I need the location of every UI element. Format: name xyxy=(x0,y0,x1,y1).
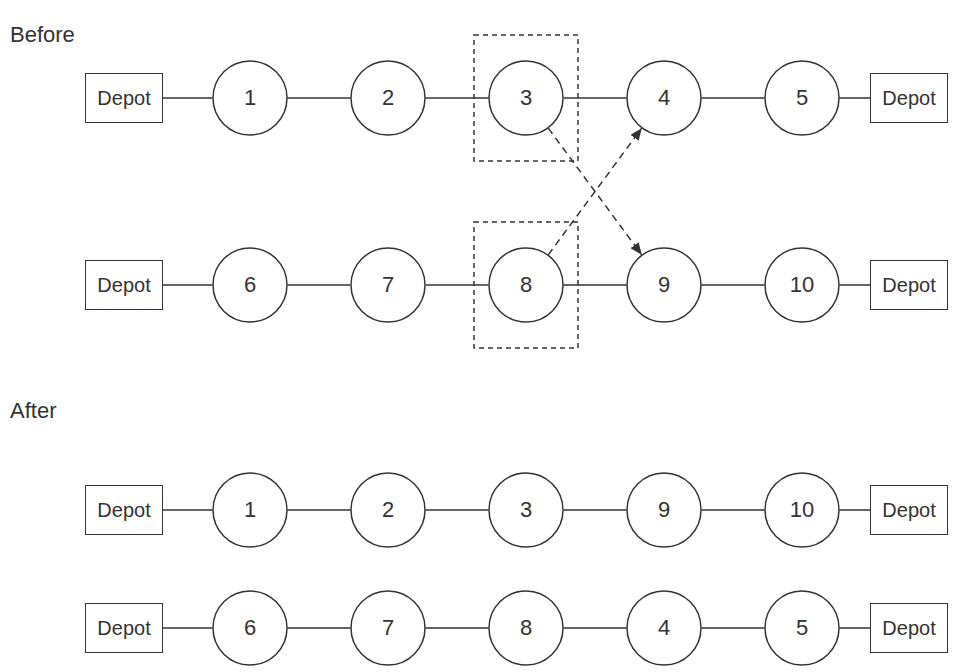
customer-number: 7 xyxy=(382,616,394,640)
dashed-frame xyxy=(474,222,578,348)
customer-number: 3 xyxy=(520,498,532,522)
customer-circle: 7 xyxy=(350,247,426,323)
customer-number: 3 xyxy=(520,86,532,110)
exchange-arrow xyxy=(548,128,641,255)
depot-box: Depot xyxy=(870,603,948,653)
route-link xyxy=(840,97,871,99)
customer-circle: 10 xyxy=(764,472,840,548)
depot-label: Depot xyxy=(97,499,150,521)
route-link xyxy=(564,627,627,629)
route-link xyxy=(426,509,489,511)
customer-circle: 4 xyxy=(626,590,702,666)
depot-box: Depot xyxy=(85,485,163,535)
route-link xyxy=(840,284,871,286)
customer-circle: 8 xyxy=(488,590,564,666)
depot-label: Depot xyxy=(97,87,150,109)
customer-number: 7 xyxy=(382,273,394,297)
customer-number: 8 xyxy=(520,273,532,297)
customer-circle: 9 xyxy=(626,472,702,548)
route-link xyxy=(288,627,351,629)
customer-number: 9 xyxy=(658,498,670,522)
customer-number: 8 xyxy=(520,616,532,640)
customer-number: 10 xyxy=(790,273,814,297)
customer-number: 4 xyxy=(658,86,670,110)
customer-number: 9 xyxy=(658,273,670,297)
depot-box: Depot xyxy=(85,73,163,123)
depot-label: Depot xyxy=(97,274,150,296)
route-link xyxy=(288,509,351,511)
customer-circle: 6 xyxy=(212,247,288,323)
customer-number: 2 xyxy=(382,86,394,110)
customer-circle: 6 xyxy=(212,590,288,666)
route-link xyxy=(702,97,765,99)
dashed-frame xyxy=(474,35,578,161)
route-link xyxy=(702,509,765,511)
customer-number: 5 xyxy=(796,86,808,110)
route-link xyxy=(702,284,765,286)
route-link xyxy=(288,284,351,286)
route-link xyxy=(564,509,627,511)
customer-circle: 9 xyxy=(626,247,702,323)
customer-circle: 5 xyxy=(764,590,840,666)
route-link xyxy=(163,627,213,629)
customer-circle: 5 xyxy=(764,60,840,136)
customer-number: 10 xyxy=(790,498,814,522)
route-link xyxy=(426,284,489,286)
route-link xyxy=(564,97,627,99)
depot-label: Depot xyxy=(882,499,935,521)
route-link xyxy=(564,284,627,286)
customer-circle: 1 xyxy=(212,472,288,548)
customer-circle: 2 xyxy=(350,472,426,548)
customer-number: 1 xyxy=(244,86,256,110)
customer-circle: 10 xyxy=(764,247,840,323)
depot-box: Depot xyxy=(870,485,948,535)
customer-number: 2 xyxy=(382,498,394,522)
route-link xyxy=(426,97,489,99)
customer-number: 6 xyxy=(244,273,256,297)
customer-number: 4 xyxy=(658,616,670,640)
section-heading: After xyxy=(10,398,56,424)
route-link xyxy=(163,284,213,286)
route-link xyxy=(163,97,213,99)
section-heading: Before xyxy=(10,22,75,48)
depot-label: Depot xyxy=(882,617,935,639)
depot-box: Depot xyxy=(85,260,163,310)
customer-number: 1 xyxy=(244,498,256,522)
customer-circle: 4 xyxy=(626,60,702,136)
depot-box: Depot xyxy=(870,260,948,310)
customer-circle: 3 xyxy=(488,472,564,548)
route-link xyxy=(288,97,351,99)
customer-circle: 2 xyxy=(350,60,426,136)
route-link xyxy=(163,509,213,511)
exchange-arrow xyxy=(548,128,641,255)
customer-circle: 3 xyxy=(488,60,564,136)
customer-circle: 1 xyxy=(212,60,288,136)
depot-label: Depot xyxy=(882,87,935,109)
route-link xyxy=(702,627,765,629)
route-link xyxy=(840,627,871,629)
customer-circle: 7 xyxy=(350,590,426,666)
route-link xyxy=(426,627,489,629)
customer-circle: 8 xyxy=(488,247,564,323)
customer-number: 5 xyxy=(796,616,808,640)
depot-label: Depot xyxy=(97,617,150,639)
route-link xyxy=(840,509,871,511)
depot-box: Depot xyxy=(85,603,163,653)
customer-number: 6 xyxy=(244,616,256,640)
depot-label: Depot xyxy=(882,274,935,296)
depot-box: Depot xyxy=(870,73,948,123)
